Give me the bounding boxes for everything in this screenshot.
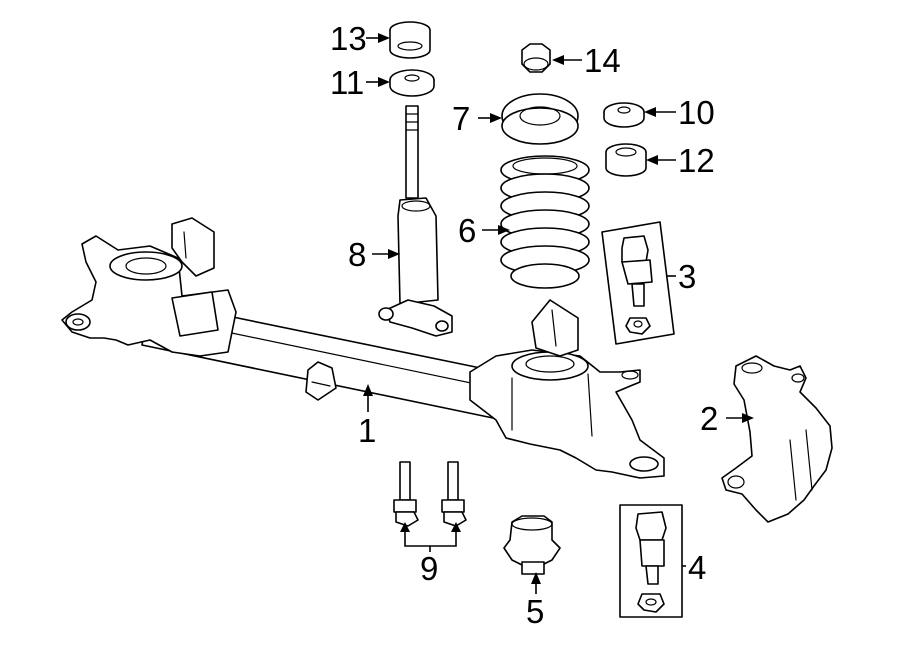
shock-absorber — [378, 105, 453, 337]
upper-ball-joint-kit — [601, 221, 675, 345]
callout-7: 7 — [452, 100, 470, 137]
callout-labels: 1 2 3 4 5 6 7 8 9 10 11 12 13 14 — [330, 20, 718, 630]
callout-10: 10 — [678, 94, 715, 131]
callout-8: 8 — [348, 236, 366, 273]
axle-housing — [61, 217, 665, 479]
callout-14: 14 — [584, 42, 621, 79]
callout-9: 9 — [420, 550, 438, 587]
spring-isolator — [501, 93, 579, 145]
callout-6: 6 — [458, 212, 476, 249]
callout-12: 12 — [678, 142, 715, 179]
shock-washer — [389, 69, 435, 97]
steering-knuckle — [721, 355, 833, 523]
hex-nut — [521, 43, 551, 73]
callout-13: 13 — [330, 20, 367, 57]
callout-11: 11 — [330, 64, 364, 101]
jounce-bumper — [503, 515, 561, 575]
callout-1: 1 — [358, 412, 376, 449]
lower-isolator — [605, 143, 647, 177]
leader-lines — [363, 33, 754, 594]
lower-ball-joint-kit — [619, 504, 683, 618]
callout-4: 4 — [688, 549, 706, 586]
callout-5: 5 — [526, 593, 544, 630]
shock-bushing — [389, 21, 431, 59]
callout-3: 3 — [678, 258, 696, 295]
mounting-bolts — [393, 461, 467, 552]
upper-isolator — [603, 102, 645, 128]
callout-2: 2 — [700, 400, 718, 437]
coil-spring — [500, 155, 590, 289]
